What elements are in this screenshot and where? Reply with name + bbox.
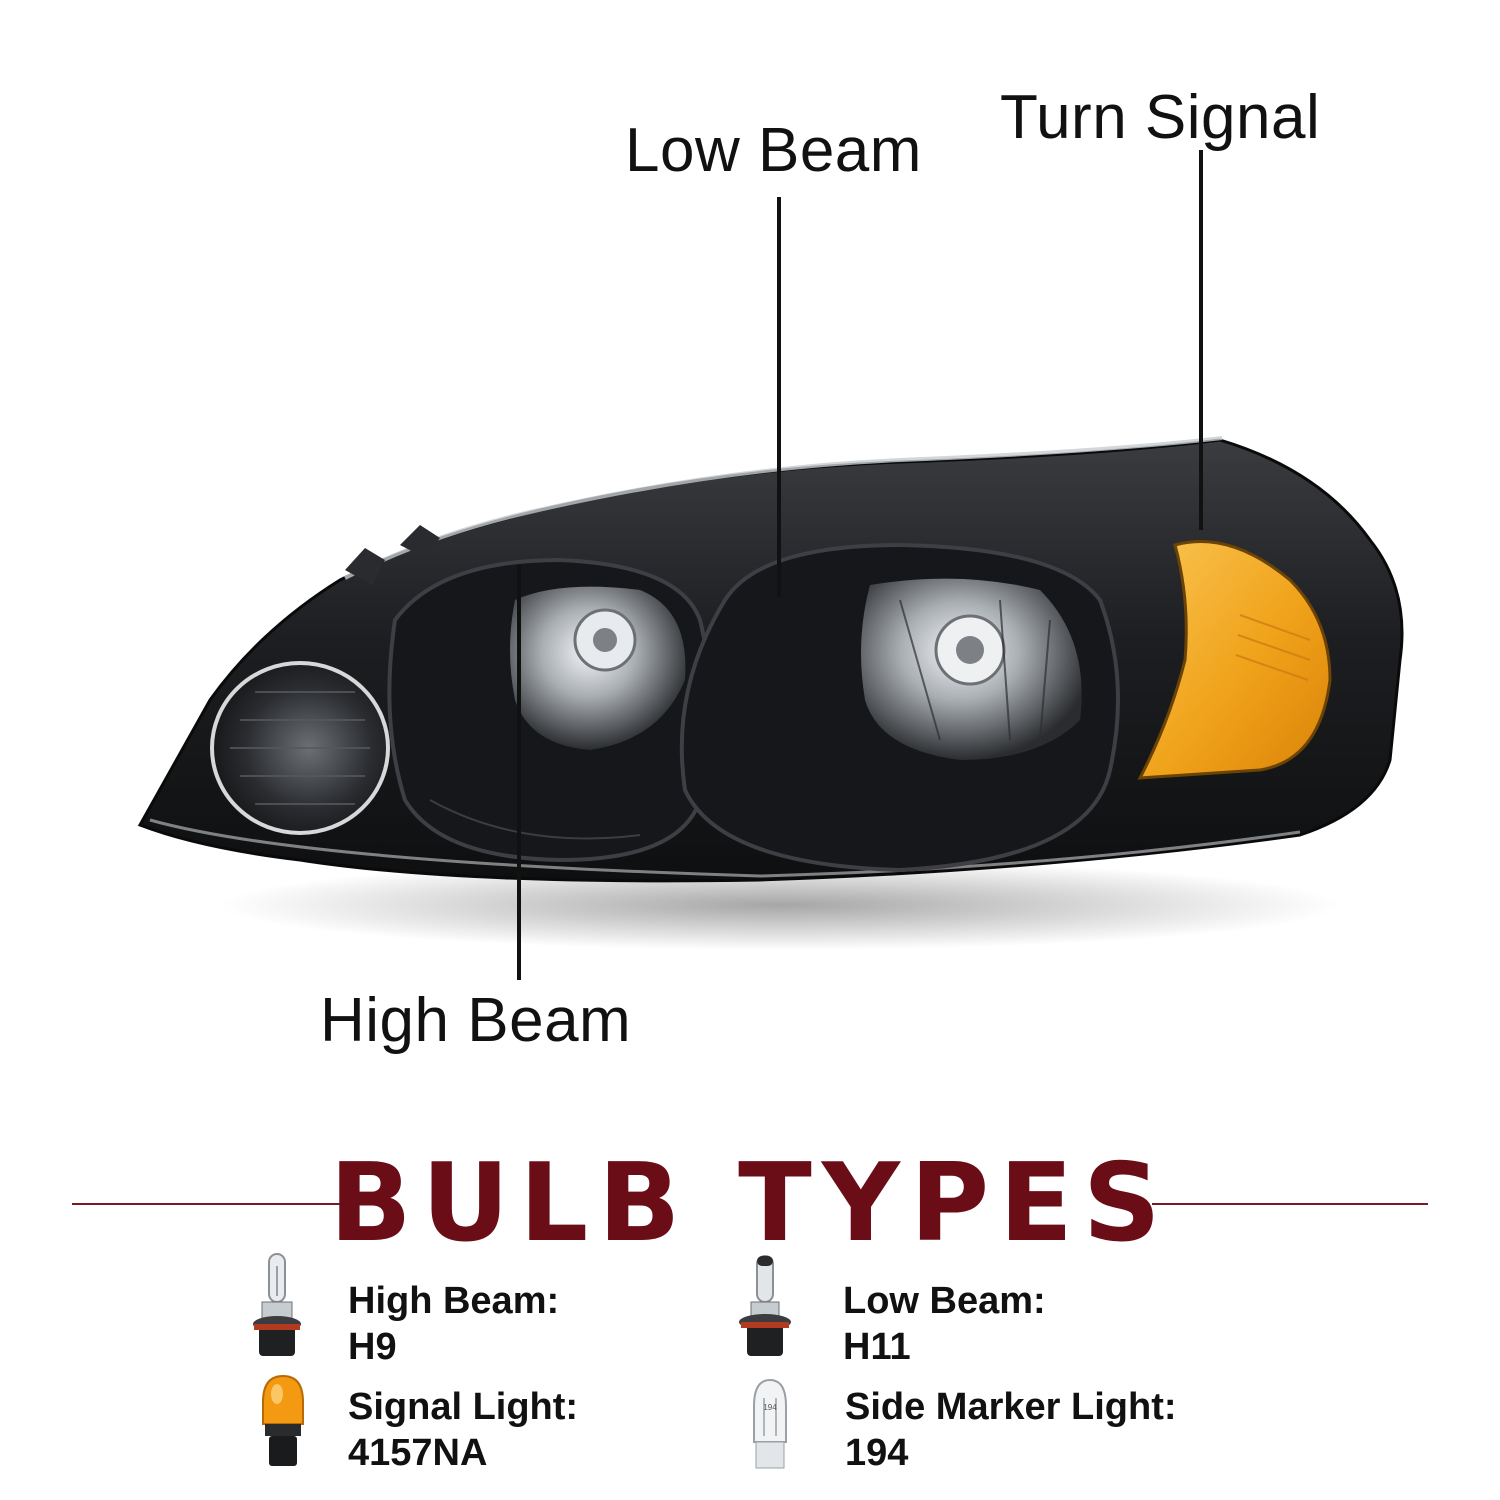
h9-halogen-bulb-icon bbox=[253, 1253, 301, 1356]
h11-halogen-bulb-icon bbox=[739, 1255, 791, 1356]
turn-signal-leader-line bbox=[1199, 150, 1203, 530]
bulb-print-text: 194 bbox=[763, 1403, 777, 1412]
bulb-label: Low Beam: bbox=[843, 1280, 1046, 1322]
bulb-label: Side Marker Light: bbox=[845, 1386, 1177, 1428]
turn-signal-lens bbox=[1137, 540, 1332, 780]
section-rule-right bbox=[1152, 1203, 1428, 1205]
bulb-code: 4157NA bbox=[348, 1432, 488, 1474]
bulb-code: H11 bbox=[843, 1326, 911, 1368]
bulb-label: High Beam: bbox=[348, 1280, 560, 1322]
low-beam-callout: Low Beam bbox=[625, 116, 922, 185]
section-rule-left bbox=[72, 1203, 350, 1205]
mounting-tab bbox=[345, 548, 385, 585]
t10-wedge-bulb-icon: 194 bbox=[753, 1378, 787, 1469]
high-beam-callout: High Beam bbox=[320, 986, 632, 1055]
housing-top-trim bbox=[344, 436, 1223, 580]
bulb-code: 194 bbox=[845, 1432, 909, 1474]
low-beam-leader-line bbox=[777, 197, 781, 597]
turn-signal-callout: Turn Signal bbox=[1000, 83, 1321, 152]
high-beam-leader-line bbox=[517, 565, 521, 980]
bulb-code: H9 bbox=[348, 1326, 397, 1368]
bulb-label: Signal Light: bbox=[348, 1386, 579, 1428]
amber-wedge-bulb-icon bbox=[262, 1374, 304, 1466]
ground-shadow bbox=[220, 860, 1340, 950]
bulb-types-heading: BULB TYPES bbox=[329, 1141, 1171, 1266]
